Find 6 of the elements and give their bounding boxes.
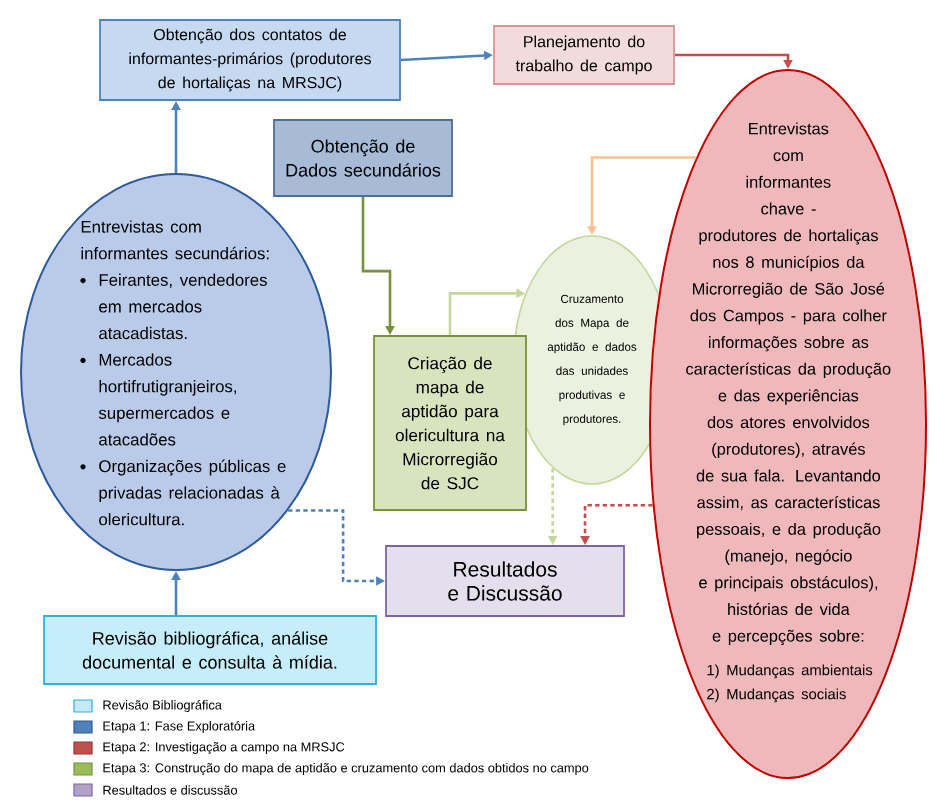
process-box: Planejamento do trabalho de campo [493, 25, 675, 85]
process-box: Revisão bibliográfica, análise documental e consulta à mídia. [43, 615, 377, 685]
process-box: Obtenção dos contatos de informantes-primários (produtores de hortaliças na MRSJC) [99, 19, 401, 101]
process-box: Criação de mapa de aptidão para olericultura na Microrregião de SJC [373, 335, 527, 511]
process-box: Resultados e Discussão [385, 545, 625, 617]
process-box: Obtenção de Dados secundários [273, 119, 453, 197]
